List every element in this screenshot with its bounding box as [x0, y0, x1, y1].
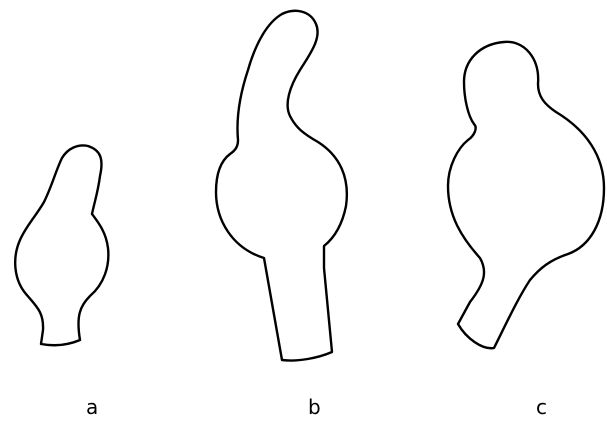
label-a: a	[86, 397, 98, 417]
shape-a	[15, 146, 108, 346]
shape-c	[448, 42, 604, 348]
label-b: b	[308, 397, 321, 417]
label-c: c	[536, 397, 547, 417]
shape-b	[216, 11, 347, 361]
